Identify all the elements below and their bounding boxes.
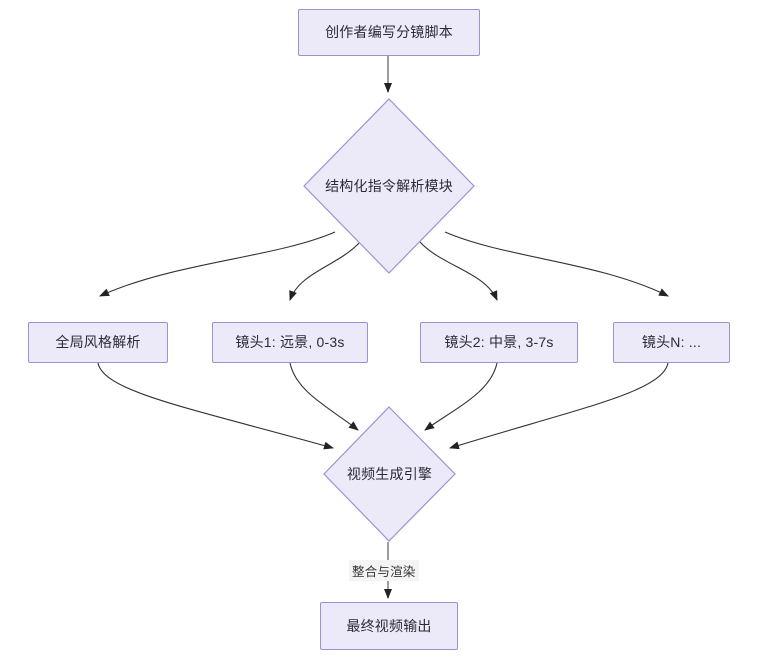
- edge-parser-to-shotn: [444, 231, 669, 297]
- node-parser-label: 结构化指令解析模块: [325, 178, 453, 194]
- node-shot-1[interactable]: 镜头1: 远景, 0-3s: [212, 322, 368, 363]
- node-video-engine-label: 视频生成引擎: [346, 466, 433, 482]
- node-video-engine-shape: [323, 406, 456, 542]
- edge-shotn-to-engine: [449, 362, 669, 450]
- node-parser[interactable]: 结构化指令解析模块: [303, 98, 475, 274]
- node-final-output[interactable]: 最终视频输出: [320, 602, 458, 650]
- node-global-style[interactable]: 全局风格解析: [28, 322, 168, 363]
- edge-label-render: 整合与渲染: [349, 560, 419, 581]
- node-shot-2-label: 镜头2: 中景, 3-7s: [444, 334, 554, 351]
- edge-parser-to-style: [99, 231, 336, 297]
- node-final-output-label: 最终视频输出: [346, 617, 432, 634]
- node-global-style-label: 全局风格解析: [55, 334, 141, 351]
- node-shot-n-label: 镜头N: ...: [641, 334, 702, 351]
- node-parser-shape: [303, 98, 475, 274]
- node-start-label: 创作者编写分镜脚本: [325, 24, 453, 41]
- node-shot-1-label: 镜头1: 远景, 0-3s: [235, 334, 345, 351]
- node-start[interactable]: 创作者编写分镜脚本: [298, 9, 480, 56]
- edge-style-to-engine: [97, 362, 334, 450]
- node-shot-2[interactable]: 镜头2: 中景, 3-7s: [420, 322, 578, 363]
- node-shot-n[interactable]: 镜头N: ...: [613, 322, 730, 363]
- node-video-engine[interactable]: 视频生成引擎: [323, 406, 456, 542]
